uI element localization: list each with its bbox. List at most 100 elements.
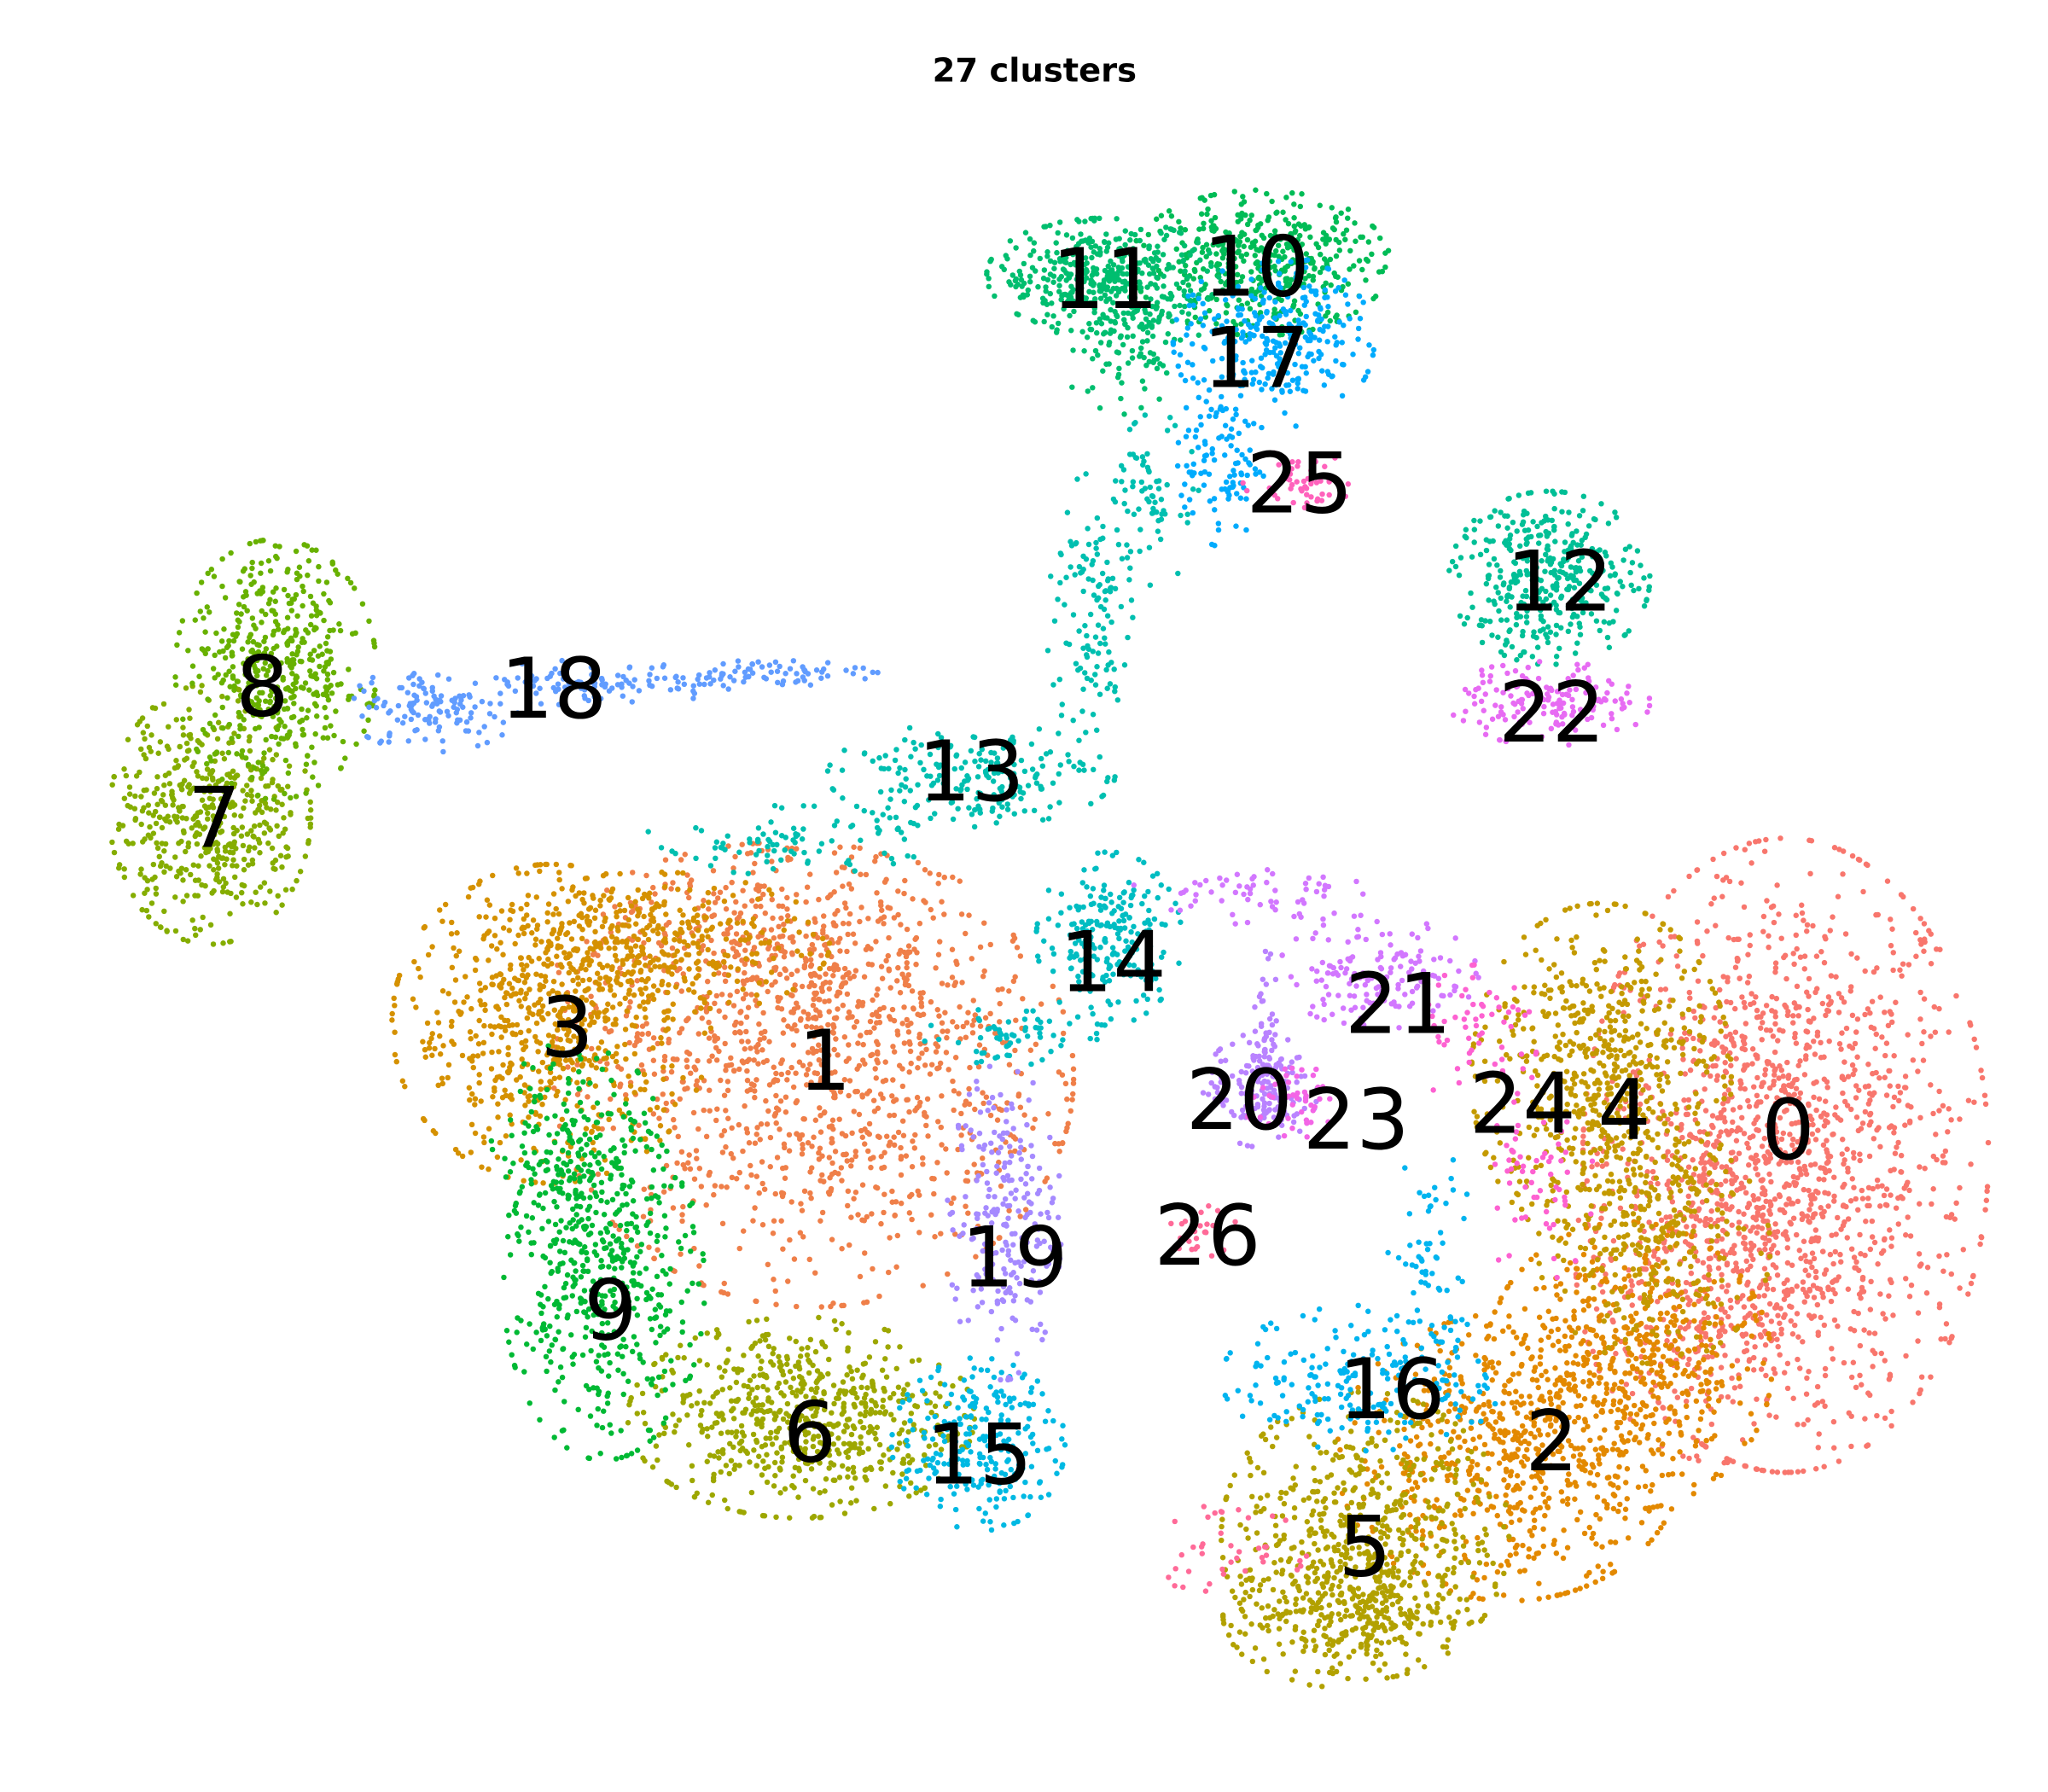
point <box>519 972 526 979</box>
point <box>980 1090 986 1096</box>
point <box>1766 1393 1772 1399</box>
point <box>1599 1289 1606 1295</box>
point <box>751 1057 757 1063</box>
point <box>1761 1265 1768 1272</box>
point <box>1615 1446 1621 1453</box>
point <box>1824 1079 1830 1085</box>
point <box>1802 1267 1808 1274</box>
point <box>887 1016 893 1022</box>
point <box>1644 1331 1650 1338</box>
point <box>1821 1463 1827 1469</box>
point <box>1684 1224 1690 1230</box>
point <box>1936 1005 1942 1012</box>
point <box>1812 1188 1819 1195</box>
point <box>389 1010 395 1017</box>
point <box>837 844 843 851</box>
point <box>1766 933 1772 940</box>
point <box>781 1017 787 1023</box>
point <box>1751 1084 1757 1090</box>
point <box>712 1183 719 1189</box>
point <box>1781 1296 1788 1302</box>
point <box>864 1129 870 1136</box>
point <box>1510 1371 1516 1377</box>
point <box>651 1255 657 1262</box>
point <box>1944 1252 1950 1258</box>
point <box>879 1165 885 1172</box>
point <box>432 1045 438 1052</box>
point <box>1851 1155 1857 1161</box>
point <box>1725 979 1731 985</box>
point <box>899 971 905 977</box>
point <box>1655 1437 1661 1443</box>
point <box>807 957 814 963</box>
point <box>1763 1027 1770 1033</box>
point <box>1928 1082 1934 1088</box>
point <box>1701 1310 1708 1316</box>
point <box>1830 1260 1836 1267</box>
point <box>1586 1569 1592 1576</box>
point <box>1791 961 1797 968</box>
point <box>1600 1401 1606 1407</box>
point <box>874 1057 880 1063</box>
point <box>703 1201 709 1208</box>
point <box>1584 1349 1591 1356</box>
point <box>538 939 544 945</box>
point <box>1774 1272 1781 1278</box>
point <box>1651 1420 1657 1427</box>
point <box>515 870 521 876</box>
point <box>1694 1325 1700 1332</box>
point <box>980 1100 986 1107</box>
point <box>1646 1219 1652 1225</box>
point <box>659 1040 665 1046</box>
point <box>1736 1208 1742 1215</box>
point <box>1517 1568 1523 1574</box>
point <box>504 990 510 997</box>
point <box>1510 1329 1516 1335</box>
point <box>1447 1401 1454 1407</box>
point <box>625 916 631 923</box>
point <box>1603 1161 1609 1167</box>
point <box>1714 1040 1720 1046</box>
point <box>909 1216 915 1223</box>
point <box>905 1022 911 1028</box>
point <box>472 967 479 974</box>
point <box>941 911 947 917</box>
point <box>1762 1241 1768 1247</box>
point <box>898 1154 905 1160</box>
point <box>1481 1574 1487 1581</box>
point <box>780 933 786 940</box>
point <box>520 924 526 931</box>
point <box>759 1222 766 1228</box>
point <box>1917 937 1923 943</box>
point <box>1470 1436 1476 1442</box>
point <box>1553 1550 1560 1556</box>
point <box>722 964 728 970</box>
point <box>1800 1286 1807 1293</box>
point <box>719 1184 724 1190</box>
point <box>1684 1111 1691 1118</box>
point <box>1866 1329 1872 1336</box>
point <box>627 1083 634 1089</box>
point <box>521 930 527 937</box>
point <box>1690 1434 1696 1440</box>
point <box>1015 1093 1021 1099</box>
point <box>1490 1364 1496 1370</box>
point <box>1913 929 1919 936</box>
point <box>555 935 561 941</box>
point <box>1799 902 1805 908</box>
point <box>1891 1130 1897 1136</box>
point <box>1776 1075 1782 1081</box>
point <box>1785 1073 1792 1079</box>
point <box>1571 1376 1577 1382</box>
point <box>584 939 590 945</box>
point <box>1537 1354 1544 1360</box>
point <box>1012 1047 1018 1054</box>
point <box>1543 1369 1549 1375</box>
point <box>540 1180 546 1186</box>
point <box>1708 901 1714 907</box>
point <box>812 990 817 997</box>
point <box>1649 1481 1655 1488</box>
point <box>1654 1529 1661 1536</box>
point <box>1890 950 1896 956</box>
point <box>1711 1409 1717 1415</box>
